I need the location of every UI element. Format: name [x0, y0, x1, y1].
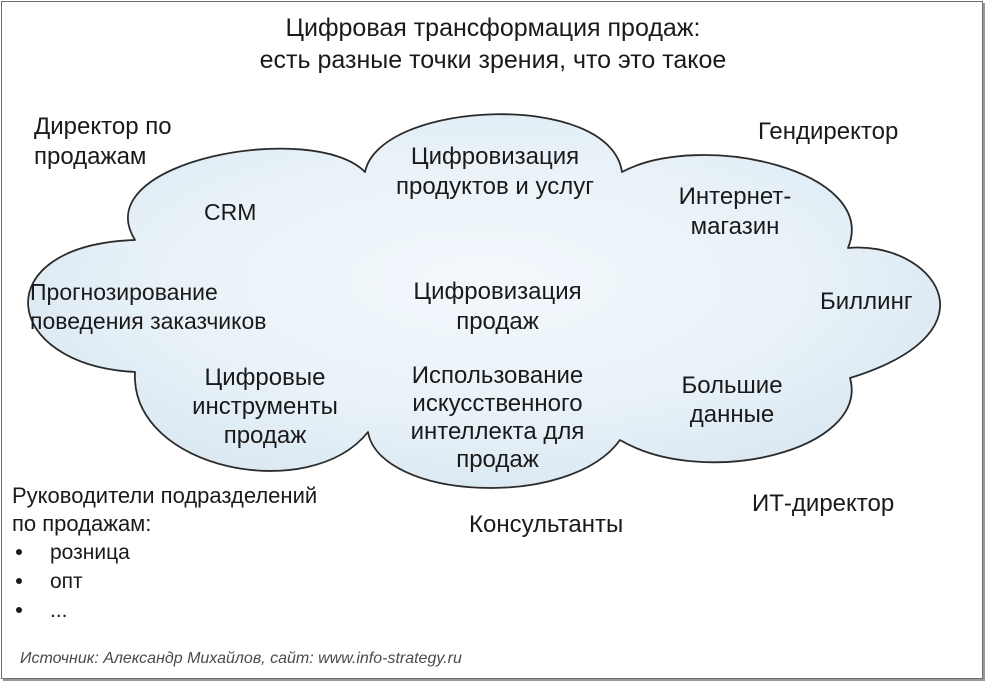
bullet-icon — [16, 606, 22, 613]
bullet-icon — [16, 548, 22, 555]
role-sales-director: Директор по продажам — [34, 113, 172, 170]
role-ceo: Гендиректор — [758, 118, 899, 145]
diagram-title: Цифровая трансформация продаж: есть разн… — [0, 12, 986, 76]
cloud-item-customer-forecasting: Прогнозирование поведения заказчиков — [30, 279, 267, 334]
role-consultants: Консультанты — [469, 511, 624, 538]
list-item: розница — [12, 539, 130, 567]
cloud-item-digitization-sales: Цифровизация продаж — [413, 278, 582, 335]
cloud-item-ai-usage: Использование искусственного интеллекта … — [410, 362, 585, 473]
role-it-director: ИТ-директор — [752, 490, 895, 517]
source-credit: Источник: Александр Михайлов, сайт: www.… — [20, 650, 462, 667]
list-item: опт — [12, 568, 83, 596]
title-line-1: Цифровая трансформация продаж: — [285, 14, 701, 42]
cloud-item-digitization-products: Цифровизация продуктов и услуг — [396, 143, 594, 200]
cloud-item-digital-tools: Цифровые инструменты продаж — [192, 364, 338, 449]
cloud-item-big-data: Большие данные — [681, 372, 783, 428]
role-unit-heads: Руководители подразделений по продажам: — [12, 483, 318, 536]
cloud-item-billing: Биллинг — [820, 288, 913, 315]
list-item: ... — [12, 597, 68, 625]
title-line-2: есть разные точки зрения, что это такое — [259, 46, 727, 74]
cloud-item-crm: CRM — [204, 199, 257, 225]
bullet-icon — [16, 577, 22, 584]
cloud-item-online-store: Интернет- магазин — [678, 183, 792, 240]
